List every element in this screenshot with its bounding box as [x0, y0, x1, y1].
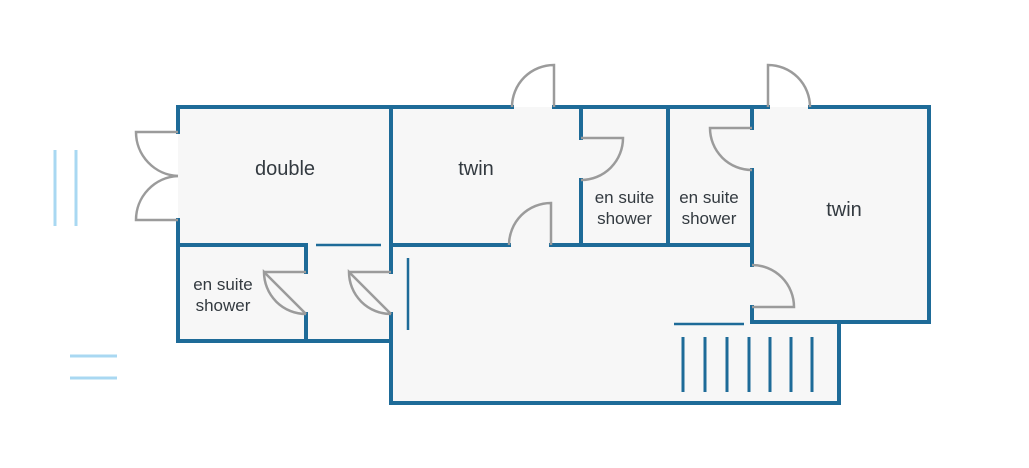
door-left-lower — [134, 174, 179, 222]
staircase — [681, 337, 814, 392]
door-left-upper — [134, 130, 179, 178]
door-top-center — [510, 63, 556, 108]
floor-twin-center — [391, 107, 581, 245]
door-lobby-hall — [347, 268, 392, 316]
door-right-ensuite — [708, 126, 753, 172]
walls — [176, 105, 931, 405]
floor-ensuite-mid-a — [581, 107, 668, 245]
door-top-right — [766, 63, 812, 108]
door-ensuite-left — [262, 268, 307, 316]
floor-lobby-left — [306, 245, 391, 341]
door-twin-ensuite — [580, 136, 625, 182]
marks — [53, 150, 117, 380]
floor-fill — [178, 107, 929, 403]
doors — [134, 63, 812, 316]
floor-ensuite-left — [178, 245, 306, 341]
door-twin-hall — [507, 201, 553, 246]
door-hall-twin-right — [751, 263, 796, 309]
dividers — [316, 243, 744, 330]
floor-double — [178, 107, 391, 245]
